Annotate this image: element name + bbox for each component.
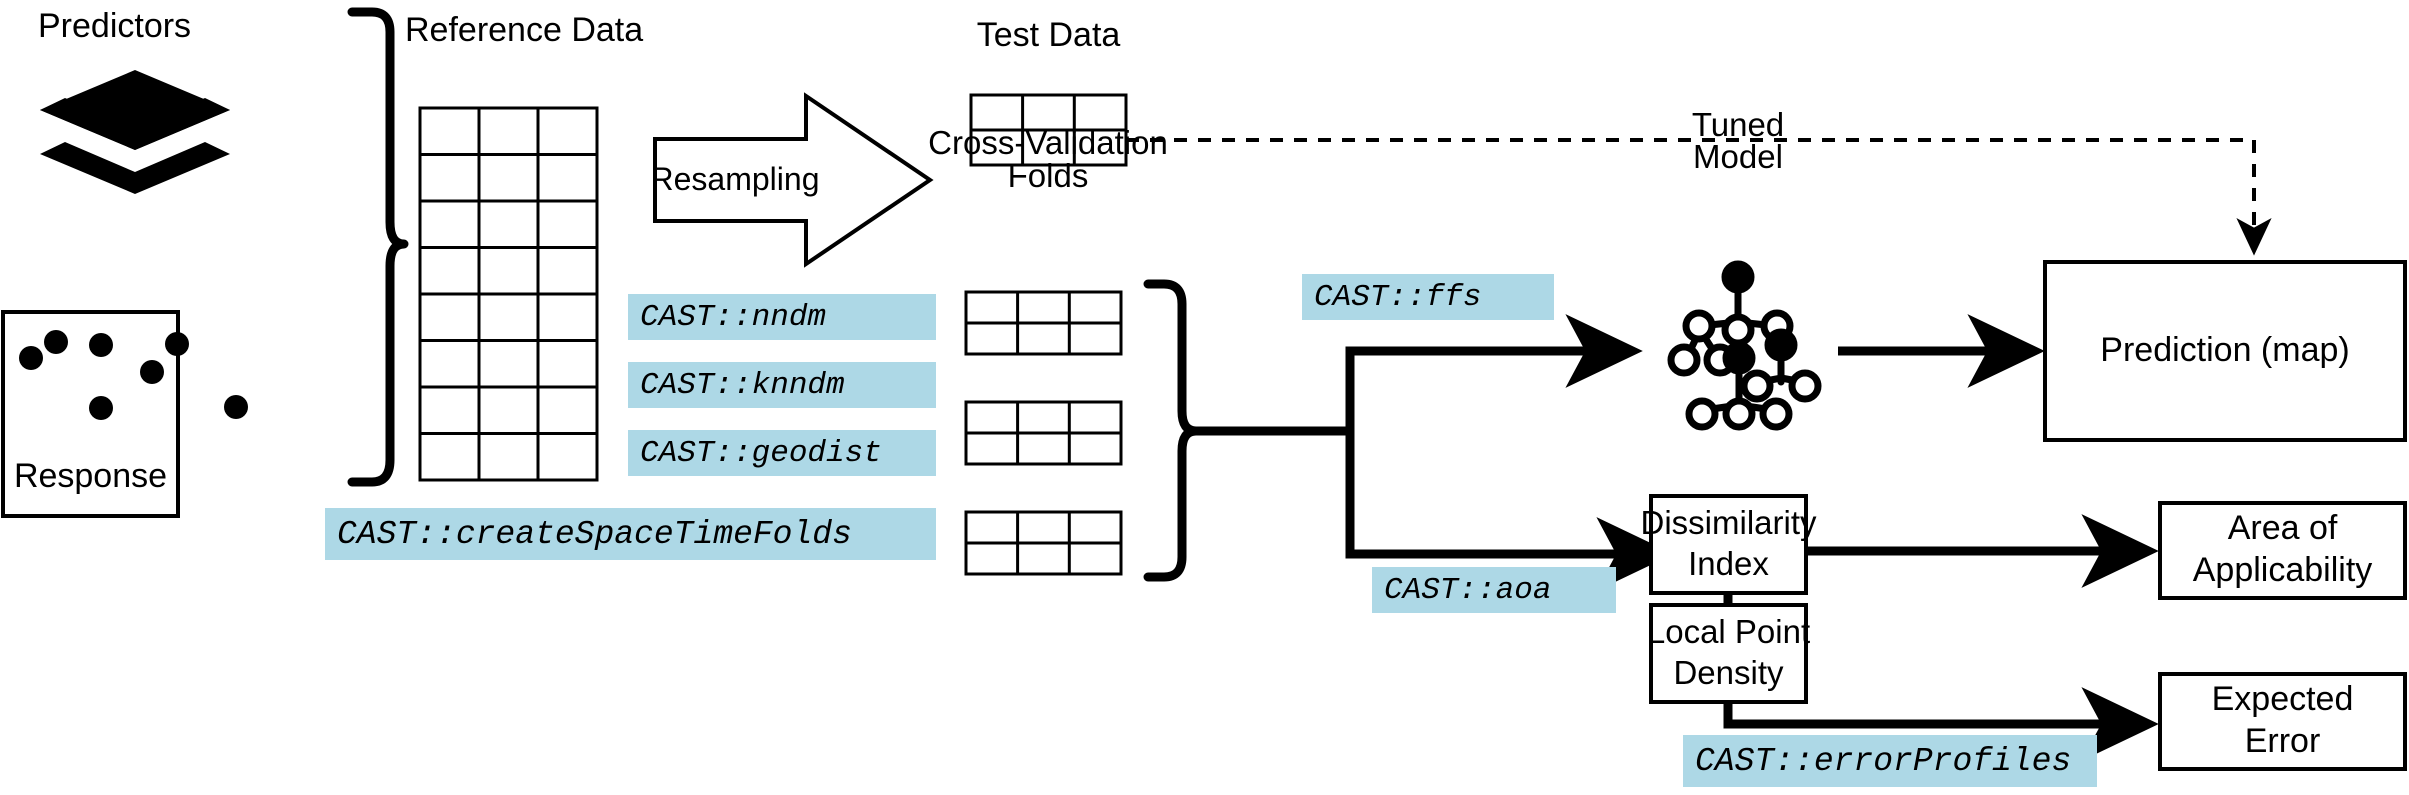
prediction-label: Prediction (map): [2100, 331, 2350, 370]
cv-fold-table: [964, 400, 1123, 466]
random-forest-tree-icon: [1667, 260, 1822, 431]
code-label-nndm: CAST::nndm: [628, 294, 936, 340]
right-curly-brace-icon: [1143, 279, 1201, 582]
cv-folds-title-line1: Cross-Validation: [928, 123, 1168, 161]
code-label-createSpaceTimeFolds: CAST::createSpaceTimeFolds: [325, 508, 936, 560]
expected-error-label-line2: Error: [2244, 722, 2321, 761]
branch-to-model-arrow: [1345, 314, 1643, 437]
code-label-geodist: CAST::geodist: [628, 430, 936, 476]
area-of-applicability-box: [2158, 501, 2407, 600]
dissimilarity-index-label-line1: Dissimilarity: [1640, 503, 1817, 541]
predictors-label: Predictors: [38, 7, 192, 45]
dissimilarity-index-label-line2: Index: [1688, 544, 1769, 582]
code-label-ffs: CAST::ffs: [1302, 274, 1554, 320]
response-label: Response: [13, 457, 168, 496]
cv-folds-title-line2: Folds: [1007, 156, 1089, 194]
area-of-applicability-label-line2: Applicability: [2192, 551, 2373, 590]
left-curly-brace-icon: [347, 7, 409, 487]
test-data-title: Test Data: [976, 16, 1121, 55]
density-to-expected-error-arrow: [1723, 687, 2159, 761]
layers-stack-icon: [40, 70, 230, 194]
reference-data-table: [418, 106, 599, 482]
local-point-density-label-line1: Local Point: [1646, 612, 1811, 650]
test-to-prediction-dashed-arrow: [1126, 138, 2272, 256]
branch-to-dissimilarity-arrow: [1345, 425, 1674, 591]
scatter-points-icon: [19, 330, 248, 420]
local-point-density-label-line2: Density: [1673, 653, 1784, 691]
tuned-model-title-line2: Model: [1693, 137, 1783, 175]
cv-fold-table: [964, 510, 1123, 576]
test-data-table: [969, 93, 1128, 167]
tuned-model-title-line1: Tuned: [1691, 105, 1785, 143]
expected-error-box: [2158, 672, 2407, 771]
reference-data-title: Reference Data: [405, 11, 644, 49]
dissimilarity-index-box: [1649, 494, 1808, 595]
resampling-label: Resampling: [650, 161, 820, 198]
cv-fold-table: [964, 290, 1123, 356]
expected-error-label-line1: Expected: [2211, 680, 2354, 719]
code-label-aoa: CAST::aoa: [1372, 567, 1616, 613]
code-label-errorProfiles: CAST::errorProfiles: [1683, 735, 2097, 787]
area-of-applicability-label-line1: Area of: [2227, 509, 2338, 548]
block-arrow-right-icon: [653, 92, 934, 268]
code-label-knndm: CAST::knndm: [628, 362, 936, 408]
local-point-density-box: [1649, 603, 1808, 704]
prediction-box: [2043, 260, 2407, 442]
